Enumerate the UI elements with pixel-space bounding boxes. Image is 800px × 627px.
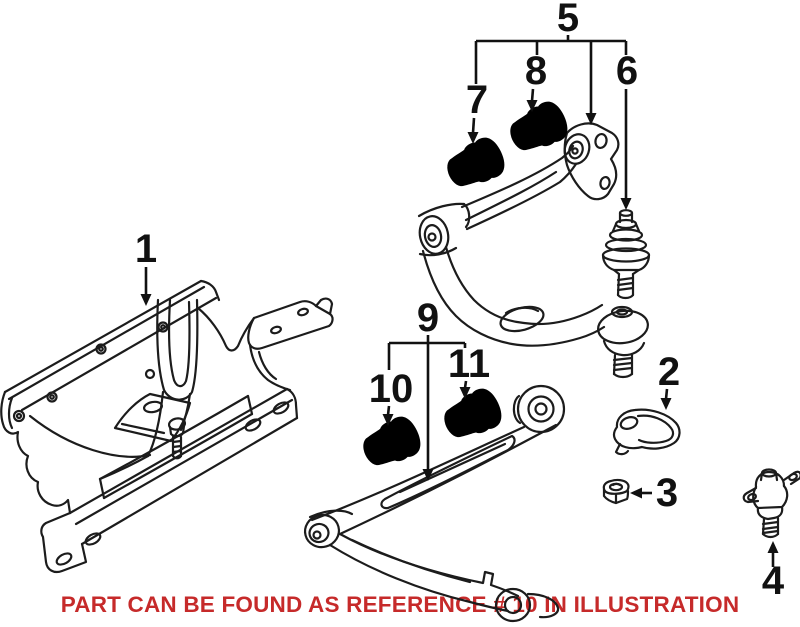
callout-7-label: 7 [466, 78, 488, 122]
callout-10-label: 10 [369, 367, 414, 411]
callout-9-label: 9 [417, 296, 439, 340]
bushing-11 [437, 383, 507, 446]
callout-2: 2 [658, 350, 680, 410]
callout-9: 9 [387, 296, 467, 481]
callouts: 1 5 7 8 6 9 10 [135, 0, 785, 603]
callout-6: 6 [616, 49, 638, 210]
outer-ball-joint [742, 468, 800, 539]
callout-4: 4 [762, 541, 785, 603]
callout-5-label: 5 [557, 0, 579, 40]
callout-4-label: 4 [762, 559, 785, 603]
adjuster-nut [602, 478, 630, 505]
callout-1: 1 [135, 227, 157, 306]
subframe-bracket [0, 279, 334, 574]
callout-3-label: 3 [656, 471, 678, 515]
callout-8-label: 8 [525, 49, 547, 93]
callout-8: 8 [525, 49, 547, 112]
callout-1-label: 1 [135, 227, 157, 271]
upper-ball-joint [601, 209, 651, 300]
upper-control-arm [417, 122, 649, 379]
callout-11-label: 11 [448, 342, 490, 386]
lower-control-arm [303, 384, 566, 623]
callout-10: 10 [369, 367, 414, 426]
notice-text: PART CAN BE FOUND AS REFERENCE # 10 IN I… [61, 592, 740, 617]
cam-lock-plate [612, 408, 681, 456]
callout-3: 3 [630, 471, 678, 515]
bushing-7 [440, 132, 510, 195]
callout-2-label: 2 [658, 350, 680, 394]
bushing-8 [503, 96, 573, 159]
callout-5: 5 [474, 0, 628, 125]
bushing-10 [356, 411, 426, 474]
callout-7: 7 [466, 78, 488, 144]
callout-11: 11 [448, 342, 490, 399]
callout-6-label: 6 [616, 49, 638, 93]
